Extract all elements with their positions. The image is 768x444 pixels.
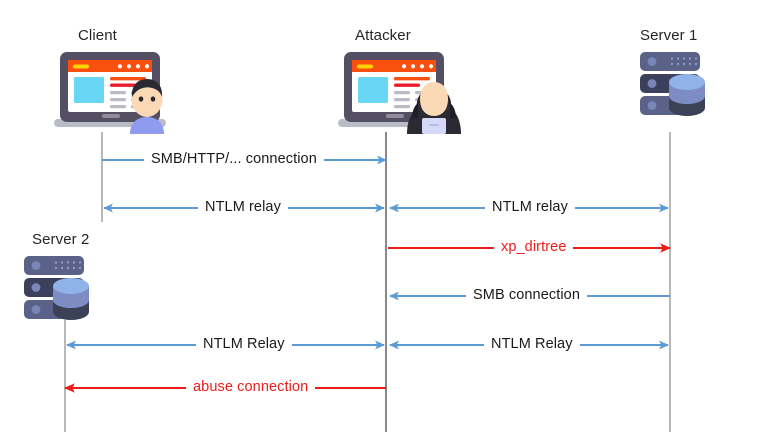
node-label-client: Client <box>78 27 117 44</box>
server-database-icon-2 <box>18 252 96 330</box>
message-label-abuse-connection: abuse connection <box>186 380 316 395</box>
message-label-ntlm-relay-attacker-server1: NTLM relay <box>485 200 575 215</box>
message-label-ntlm-relay-client-attacker: NTLM relay <box>198 200 288 215</box>
message-label-smb-connection: SMB connection <box>466 288 587 303</box>
server-database-icon-1 <box>634 48 712 126</box>
message-label-ntlm-relay-server2-attacker: NTLM Relay <box>196 337 292 352</box>
node-label-server1: Server 1 <box>640 27 698 44</box>
node-label-server2: Server 2 <box>32 231 90 248</box>
message-label-smb-http-connection: SMB/HTTP/... connection <box>144 152 324 167</box>
laptop-hacker-icon <box>330 46 466 136</box>
message-label-ntlm-relay-attacker-server1-2: NTLM Relay <box>484 337 580 352</box>
message-label-xp-dirtree: xp_dirtree <box>494 240 574 255</box>
node-label-attacker: Attacker <box>355 27 411 44</box>
laptop-user-icon <box>46 46 182 136</box>
